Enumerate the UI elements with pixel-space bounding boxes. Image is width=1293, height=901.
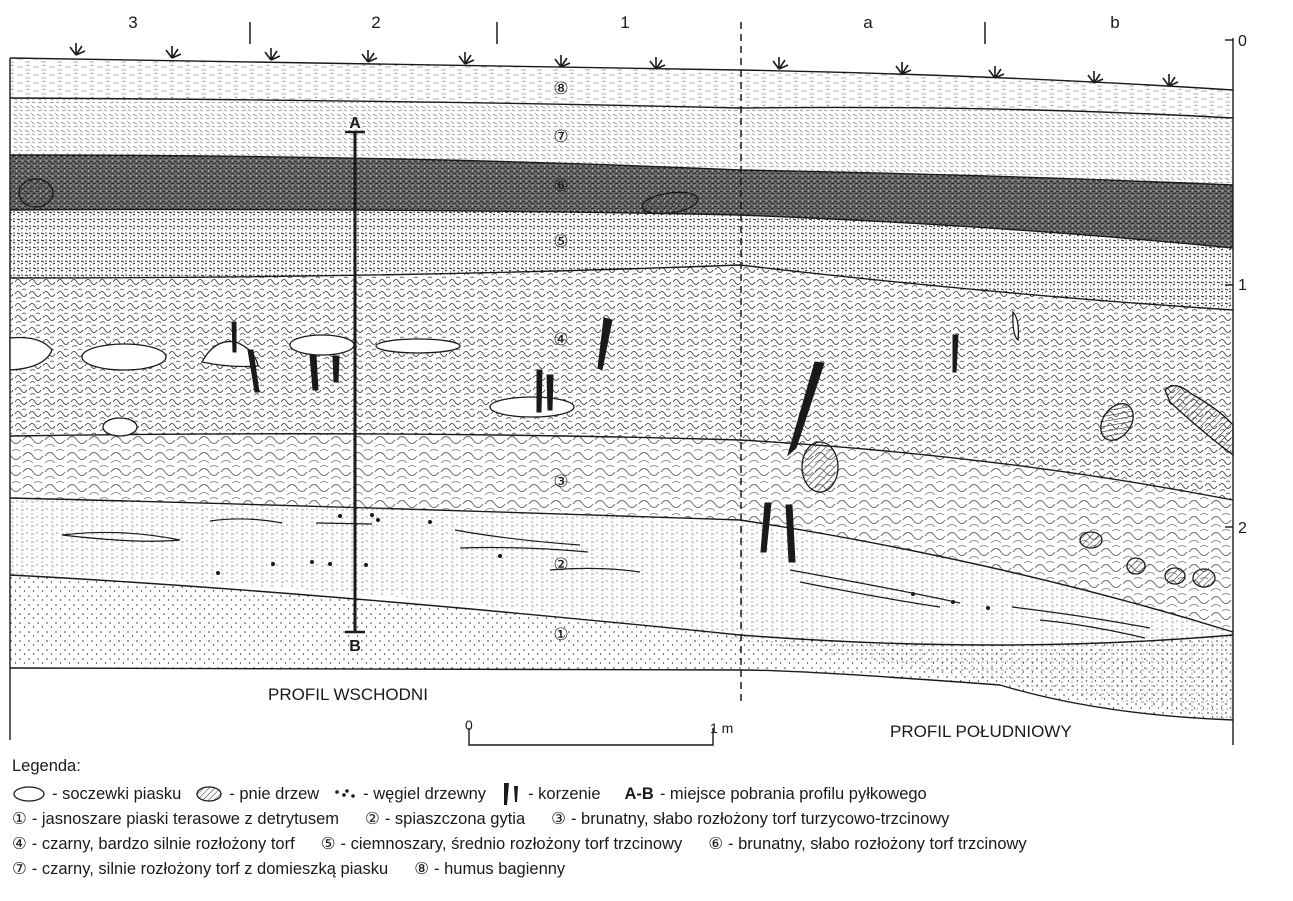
legend-num: ④: [12, 833, 27, 855]
legend-symbol-text: - pnie drzew: [229, 783, 319, 805]
profile-right-label: PROFIL POŁUDNIOWY: [890, 722, 1072, 741]
roots-icon: [500, 782, 522, 806]
legend-ab-text: - miejsce pobrania profilu pyłkowego: [660, 783, 927, 805]
sand-lens: [490, 397, 574, 417]
legend-item: - humus bagienny: [434, 858, 565, 880]
legend-ab-label: A-B: [625, 783, 654, 805]
legend-symbol-text: - soczewki piasku: [52, 783, 181, 805]
legend-item: - spiaszczona gytia: [385, 808, 525, 830]
legend-symbols-row: - soczewki piasku - pnie drzew - węgiel …: [12, 781, 1287, 806]
root: [547, 375, 553, 410]
legend-item: - brunatny, słabo rozłożony torf turzyco…: [571, 808, 949, 830]
legend-num: ②: [365, 808, 380, 830]
layer-number: ⑥: [553, 176, 568, 196]
scale-start: 0: [465, 717, 473, 733]
tree-stump: [1080, 532, 1102, 548]
root: [232, 322, 236, 352]
profile-left-label: PROFIL WSCHODNI: [268, 685, 428, 704]
legend-item: - czarny, bardzo silnie rozłożony torf: [32, 833, 295, 855]
legend-item: - ciemnoszary, średnio rozłożony torf tr…: [340, 833, 682, 855]
legend: Legenda: - soczewki piasku - pnie drzew …: [12, 755, 1287, 881]
scale-end: 1 m: [710, 720, 733, 736]
column-label: 2: [371, 13, 380, 32]
column-label: b: [1110, 13, 1119, 32]
column-label: 1: [620, 13, 629, 32]
profile-marker-b: B: [349, 638, 361, 655]
layer-number: ⑧: [553, 79, 568, 99]
tree-stump: [1193, 569, 1215, 587]
legend-symbol-text: - węgiel drzewny: [363, 783, 486, 805]
tree-stump: [1165, 568, 1185, 584]
legend-num: ⑦: [12, 858, 27, 880]
tree-stump-icon: [195, 785, 223, 803]
column-label: 3: [128, 13, 137, 32]
legend-item: - brunatny, słabo rozłożony torf trzcino…: [728, 833, 1027, 855]
legend-num: ⑥: [708, 833, 723, 855]
depth-tick-label: 2: [1238, 520, 1247, 537]
layer-number: ②: [553, 555, 568, 575]
legend-symbol-text: - korzenie: [528, 783, 600, 805]
column-label: a: [863, 13, 873, 32]
depth-tick-label: 1: [1238, 277, 1247, 294]
legend-num: ③: [551, 808, 566, 830]
sand-lens: [103, 418, 137, 436]
root: [537, 370, 542, 412]
layer-number: ③: [553, 472, 568, 492]
depth-tick-label: 0: [1238, 33, 1247, 50]
sand-lens: [376, 339, 460, 353]
tree-stump: [1127, 558, 1145, 574]
stratigraphic-section: 3 2 1 a b 0 1 2: [0, 0, 1293, 755]
legend-num: ①: [12, 808, 27, 830]
profile-marker-a: A: [349, 115, 361, 132]
legend-title: Legenda:: [12, 755, 1287, 777]
layer-number: ⑤: [553, 232, 568, 252]
scale-bar: 0 1 m: [465, 717, 733, 745]
legend-row: ④ - czarny, bardzo silnie rozłożony torf…: [12, 831, 1287, 856]
tree-stump: [19, 179, 53, 207]
legend-item: - czarny, silnie rozłożony torf z domies…: [32, 858, 388, 880]
legend-num: ⑧: [414, 858, 429, 880]
legend-row: ① - jasnoszare piaski terasowe z detrytu…: [12, 806, 1287, 831]
root: [333, 356, 339, 382]
layer-number: ①: [553, 625, 568, 645]
sand-lens: [290, 335, 354, 355]
sand-lens: [82, 344, 166, 370]
layer-number: ④: [553, 330, 568, 350]
legend-row: ⑦ - czarny, silnie rozłożony torf z domi…: [12, 856, 1287, 881]
tree-stump: [802, 442, 838, 492]
legend-num: ⑤: [321, 833, 336, 855]
legend-item: - jasnoszare piaski terasowe z detrytuse…: [32, 808, 339, 830]
layer-number: ⑦: [553, 127, 568, 147]
sand-lens-icon: [12, 785, 46, 803]
charcoal-icon: [333, 786, 357, 802]
